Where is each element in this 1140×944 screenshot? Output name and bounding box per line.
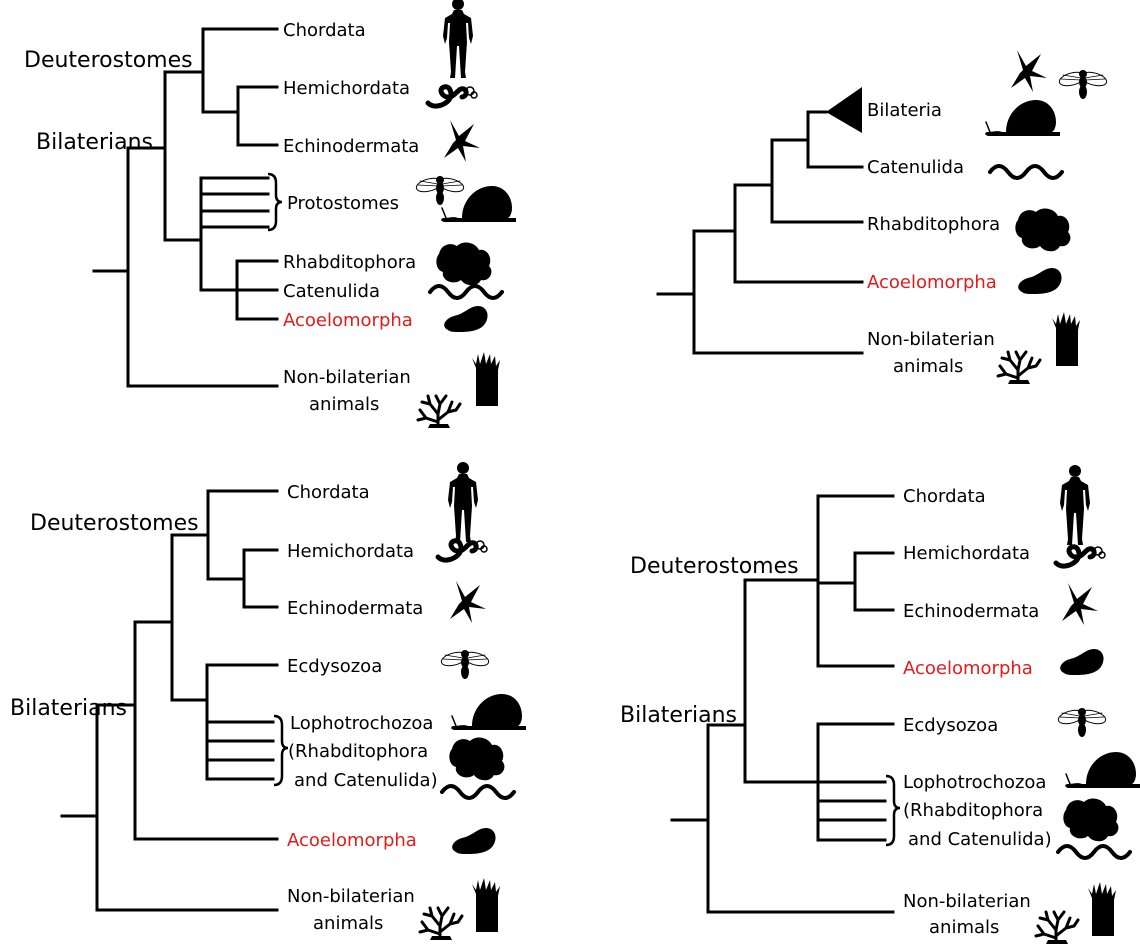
snail-icon <box>450 693 527 731</box>
human-icon <box>448 462 478 542</box>
taxon-label-rhabditophora: (Rhabditophora <box>288 741 428 762</box>
starfish-icon <box>450 581 486 623</box>
taxon-label-hemichordata: Hemichordata <box>903 543 1030 564</box>
acorn-worm-icon <box>428 87 477 106</box>
coral-icon <box>996 350 1042 386</box>
taxon-label-catenulida: and Catenulida) <box>908 829 1052 850</box>
taxon-label-echinodermata: Echinodermata <box>287 598 423 619</box>
acoel-worm-icon <box>1060 649 1104 675</box>
coral-icon <box>1034 910 1080 944</box>
taxon-label-animals: animals <box>313 913 383 934</box>
taxon-label-chordata: Chordata <box>903 486 986 507</box>
clade-label-deuterostomes: Deuterostomes <box>30 511 199 536</box>
flatworm-icon <box>449 737 505 781</box>
clade-label-bilaterians: Bilaterians <box>620 703 737 728</box>
tree-branches <box>656 110 864 355</box>
human-icon <box>443 0 473 78</box>
taxon-label-catenulida: Catenulida <box>283 281 380 302</box>
clade-label-deuterostomes: Deuterostomes <box>24 48 193 73</box>
taxon-label-rhabditophora: (Rhabditophora <box>903 800 1043 821</box>
taxon-label-non-bilaterian: Non-bilaterian <box>903 891 1031 912</box>
taxon-label-animals: animals <box>893 356 963 377</box>
taxon-label-non-bilaterian: Non-bilaterian <box>867 329 995 350</box>
coral-icon <box>416 394 462 430</box>
acorn-worm-icon <box>438 541 487 560</box>
taxon-label-hemichordata: Hemichordata <box>283 78 410 99</box>
tree-branches <box>670 494 895 914</box>
brace <box>273 714 289 787</box>
flatworm-icon <box>1063 798 1119 842</box>
tree-branches <box>60 489 279 912</box>
tree-panel-4: Deuterostomes Bilaterians Chordata Hemic… <box>620 465 1140 944</box>
brace <box>267 172 283 232</box>
sea-anemone-icon <box>1052 312 1080 366</box>
fly-icon <box>439 649 491 680</box>
taxon-label-protostomes: Protostomes <box>287 193 399 214</box>
taxon-label-echinodermata: Echinodermata <box>903 601 1039 622</box>
coral-icon <box>418 906 464 942</box>
tree-panel-3: Deuterostomes Bilaterians Chordata Hemic… <box>10 462 527 942</box>
taxon-label-acoelomorpha: Acoelomorpha <box>283 310 413 331</box>
catenulid-worm-icon <box>988 164 1064 180</box>
starfish-icon <box>444 120 480 162</box>
taxon-label-acoelomorpha: Acoelomorpha <box>903 658 1033 679</box>
clade-label-deuterostomes: Deuterostomes <box>630 554 799 579</box>
acorn-worm-icon <box>1056 547 1105 566</box>
taxon-label-rhabditophora: Rhabditophora <box>283 252 416 273</box>
starfish-icon <box>1062 583 1098 625</box>
clade-label-bilaterians: Bilaterians <box>36 130 153 155</box>
sea-anemone-icon <box>1088 882 1116 936</box>
starfish-icon <box>1011 50 1047 92</box>
taxon-label-bilateria: Bilateria <box>867 100 942 121</box>
taxon-label-chordata: Chordata <box>283 20 366 41</box>
snail-icon <box>1064 751 1140 789</box>
flatworm-icon <box>1015 208 1071 252</box>
acoel-worm-icon <box>444 306 488 332</box>
catenulid-worm-icon <box>440 784 516 800</box>
snail-icon <box>984 99 1061 137</box>
fly-icon <box>414 175 466 206</box>
taxon-label-lophotrochozoa: Lophotrochozoa <box>903 772 1046 793</box>
taxon-label-catenulida: and Catenulida) <box>294 770 438 791</box>
catenulid-worm-icon <box>428 284 504 300</box>
taxon-label-ecdysozoa: Ecdysozoa <box>903 715 998 736</box>
taxon-label-echinodermata: Echinodermata <box>283 136 419 157</box>
fly-icon <box>1057 69 1109 100</box>
acoel-worm-icon <box>452 828 496 854</box>
brace <box>885 774 901 847</box>
taxon-label-acoelomorpha: Acoelomorpha <box>287 830 417 851</box>
fly-icon <box>1056 707 1108 738</box>
taxon-label-animals: animals <box>309 394 379 415</box>
tree-panel-1: Deuterostomes Bilaterians Chordata Hemic… <box>24 0 517 430</box>
taxon-label-lophotrochozoa: Lophotrochozoa <box>290 713 433 734</box>
tree-branches <box>92 27 279 388</box>
catenulid-worm-icon <box>1056 844 1132 860</box>
taxon-label-chordata: Chordata <box>287 482 370 503</box>
taxon-label-hemichordata: Hemichordata <box>287 541 414 562</box>
sea-anemone-icon <box>472 352 500 406</box>
clade-label-bilaterians: Bilaterians <box>10 696 127 721</box>
collapsed-clade-triangle <box>826 87 862 133</box>
taxon-label-non-bilaterian: Non-bilaterian <box>283 367 411 388</box>
human-icon <box>1060 465 1090 545</box>
tree-panel-2: Bilateria Catenulida Rhabditophora Acoel… <box>656 50 1109 386</box>
taxon-label-non-bilaterian: Non-bilaterian <box>287 886 415 907</box>
taxon-label-catenulida: Catenulida <box>867 157 964 178</box>
flatworm-icon <box>436 242 492 286</box>
acoel-worm-icon <box>1018 268 1062 294</box>
sea-anemone-icon <box>472 878 500 932</box>
taxon-label-rhabditophora: Rhabditophora <box>867 214 1000 235</box>
taxon-label-ecdysozoa: Ecdysozoa <box>287 656 382 677</box>
taxon-label-animals: animals <box>929 917 999 938</box>
taxon-label-acoelomorpha: Acoelomorpha <box>867 272 997 293</box>
